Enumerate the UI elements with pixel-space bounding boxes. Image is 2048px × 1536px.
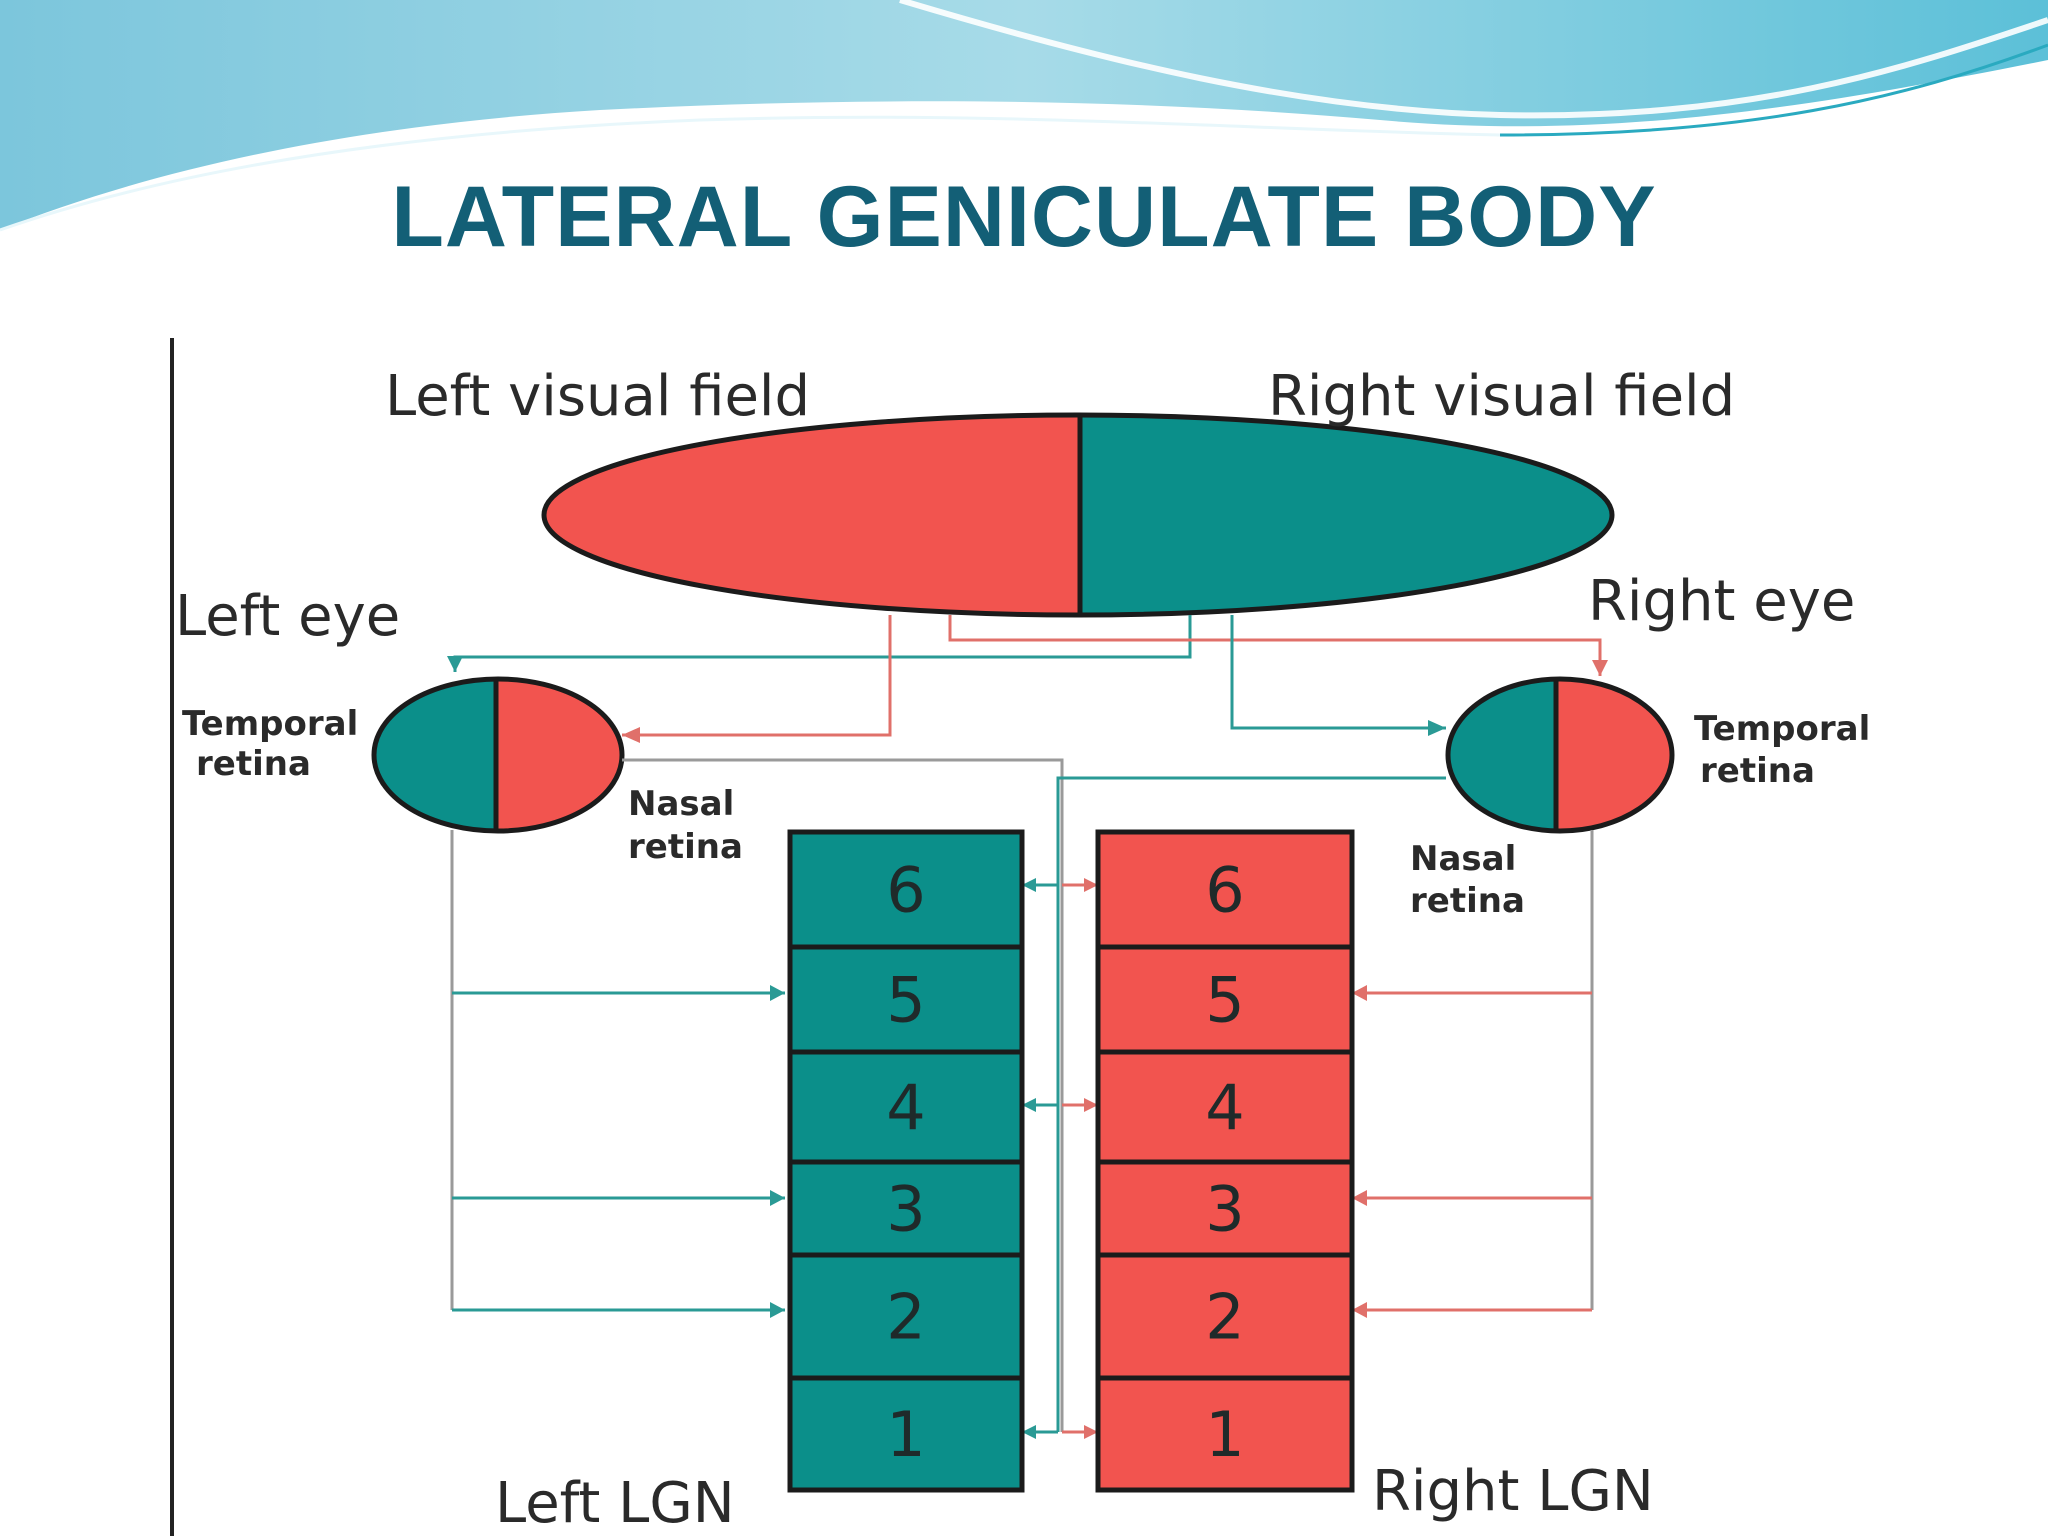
left-lgn-layer-4-label: 4 bbox=[886, 1071, 925, 1144]
left-visual-field-label: Left visual field bbox=[385, 364, 810, 429]
right-lgn-layer-4-label: 4 bbox=[1205, 1071, 1244, 1144]
right-lgn-layer-2 bbox=[1095, 1252, 1355, 1381]
left-lgn-layer-5 bbox=[787, 944, 1025, 1055]
right-nasal-retina-label-2: retina bbox=[1410, 881, 1525, 921]
right-lgn-layer-1 bbox=[1095, 1375, 1355, 1493]
right-eye bbox=[1445, 676, 1675, 834]
left-lgn-layer-1-label: 1 bbox=[886, 1398, 925, 1471]
right-lgn-layer-6 bbox=[1095, 829, 1355, 950]
right-visual-field-half bbox=[1080, 415, 1612, 615]
right-lgn-layer-3-label: 3 bbox=[1205, 1173, 1244, 1246]
left-nasal-retina-label-2: retina bbox=[628, 827, 743, 867]
left-eye-label: Left eye bbox=[175, 584, 400, 649]
left-temporal-retina bbox=[374, 679, 498, 831]
left-nasal-retina bbox=[498, 679, 622, 831]
right-lgn-layer-1-label: 1 bbox=[1205, 1398, 1244, 1471]
left-visual-field-half bbox=[544, 415, 1080, 615]
right-lgn-layer-6-label: 6 bbox=[1205, 854, 1244, 927]
right-visual-field-label: Right visual field bbox=[1268, 364, 1735, 429]
right-lgn-layer-4 bbox=[1095, 1049, 1355, 1165]
left-lgn-layer-1 bbox=[787, 1375, 1025, 1493]
left-lgn-layer-2 bbox=[787, 1252, 1025, 1381]
right-lgn-layer-5-label: 5 bbox=[1205, 964, 1244, 1037]
wave-banner bbox=[0, 0, 2048, 232]
left-lgn-layer-2-label: 2 bbox=[886, 1281, 925, 1354]
left-temporal-retina-label-2: retina bbox=[196, 744, 311, 784]
left-lgn: 6 5 4 3 2 1 bbox=[787, 829, 1025, 1493]
left-lgn-layer-6 bbox=[787, 829, 1025, 950]
left-temporal-retina-label-1: Temporal bbox=[182, 704, 358, 744]
left-lgn-layer-6-label: 6 bbox=[886, 854, 925, 927]
visual-field-ellipse bbox=[541, 412, 1615, 618]
slide-title: LATERAL GENICULATE BODY bbox=[391, 169, 1657, 265]
right-eye-label: Right eye bbox=[1588, 569, 1855, 634]
right-temporal-retina-label-2: retina bbox=[1700, 751, 1815, 791]
right-lgn-label: Right LGN bbox=[1372, 1459, 1654, 1524]
right-lgn-layer-2-label: 2 bbox=[1205, 1281, 1244, 1354]
left-lgn-layer-3 bbox=[787, 1159, 1025, 1258]
left-lgn-layer-4 bbox=[787, 1049, 1025, 1165]
right-temporal-retina-label-1: Temporal bbox=[1694, 709, 1870, 749]
right-temporal-retina bbox=[1556, 679, 1672, 831]
left-nasal-retina-label-1: Nasal bbox=[628, 784, 734, 824]
retina-to-lgn-lines bbox=[450, 758, 1594, 1439]
left-lgn-layer-5-label: 5 bbox=[886, 964, 925, 1037]
right-nasal-retina-label-1: Nasal bbox=[1410, 839, 1516, 879]
right-lgn: 6 5 4 3 2 1 bbox=[1095, 829, 1355, 1493]
left-lgn-label: Left LGN bbox=[495, 1471, 735, 1536]
right-lgn-layer-5 bbox=[1095, 944, 1355, 1055]
left-lgn-layer-3-label: 3 bbox=[886, 1173, 925, 1246]
field-to-eye-lines bbox=[447, 615, 1608, 743]
right-nasal-retina bbox=[1448, 679, 1556, 831]
left-eye bbox=[371, 676, 625, 834]
